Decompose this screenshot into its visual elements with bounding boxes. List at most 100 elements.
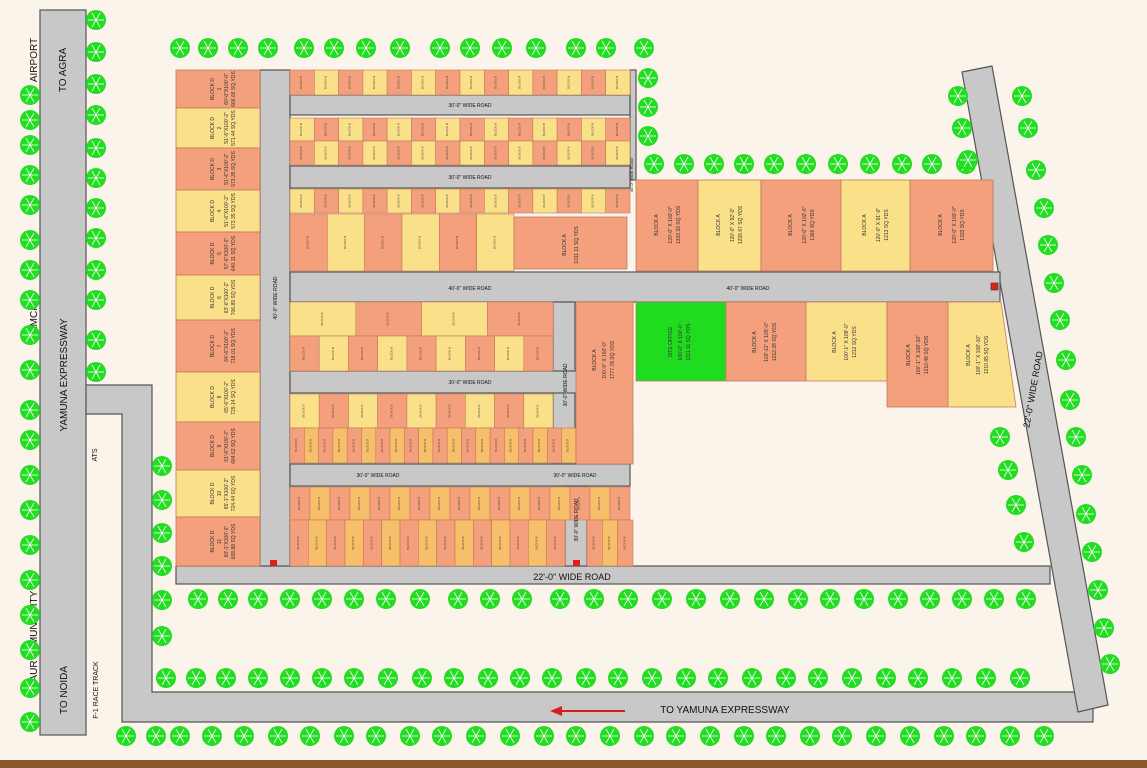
direction-arrow [550,706,625,716]
small-plot-label: BLOCK B [542,76,546,89]
small-plot[interactable] [435,140,461,166]
small-plot[interactable] [411,140,436,166]
small-plot[interactable] [435,393,466,429]
small-plot-label: BLOCK B [516,536,520,549]
small-plot[interactable] [289,301,357,337]
small-plot[interactable] [338,69,364,96]
block-a-9-area: 1212 SQ.YDS [852,326,858,358]
small-plot[interactable] [483,69,509,96]
small-plot-label: BLOCK B [333,536,337,549]
small-plot[interactable] [486,301,554,337]
tree-icon [216,668,236,688]
block-a-plot-3[interactable] [697,179,762,272]
small-plot[interactable] [406,335,437,372]
small-plot[interactable] [459,140,485,166]
small-plot[interactable] [313,69,339,96]
block-d-plot-7[interactable] [175,319,261,373]
block-d-plot-8[interactable] [175,371,261,423]
small-plot[interactable] [362,140,388,166]
block-a-2-area: 1333.33 SQ.YDS [676,205,682,244]
road-30ft-d-label: 30'-0" WIDE ROAD [356,473,399,479]
block-d-plot-3[interactable] [175,147,261,191]
small-plot[interactable] [605,69,631,96]
small-plot[interactable] [581,188,607,214]
small-plot[interactable] [532,188,558,214]
small-plot-label: BLOCK B [455,236,459,249]
block-a-plot-1[interactable] [513,216,628,270]
tree-icon [412,668,432,688]
small-plot[interactable] [401,213,440,272]
small-plot[interactable] [435,69,461,96]
block-d-plot-10[interactable] [175,469,261,518]
small-plot[interactable] [523,335,554,372]
block-a-plot-11[interactable] [947,301,1017,408]
small-plot[interactable] [494,335,525,372]
small-plot[interactable] [605,188,631,214]
small-plot[interactable] [532,69,558,96]
block-a-plot-6[interactable] [909,179,994,272]
small-plot[interactable] [508,69,534,96]
small-plot[interactable] [289,188,315,214]
small-plot[interactable] [411,69,436,96]
tree-icon [566,726,586,746]
site-office-plot[interactable] [635,301,727,382]
small-plot[interactable] [355,301,422,337]
block-a-8-label: BLOCK A [752,331,758,353]
small-plot[interactable] [438,213,477,272]
small-plot[interactable] [289,393,320,429]
small-plot[interactable] [348,393,378,429]
block-a-plot-10[interactable] [886,301,949,408]
small-plot-label: BLOCK B [566,123,570,136]
block-a-plot-2[interactable] [635,179,699,272]
tree-icon [674,154,694,174]
small-plot[interactable] [364,213,403,272]
tree-icon [764,154,784,174]
block-a-plot-5[interactable] [840,179,911,272]
small-plot[interactable] [556,188,582,214]
small-plot[interactable] [348,335,378,372]
tree-icon [258,38,278,58]
small-plot[interactable] [459,188,485,214]
small-plot[interactable] [386,69,412,96]
block-d-plot-4[interactable] [175,189,261,233]
small-plot[interactable] [318,393,349,429]
small-plot[interactable] [523,393,554,429]
tree-icon [832,726,852,746]
block-a-plot-8[interactable] [725,301,807,382]
small-plot[interactable] [494,393,525,429]
small-plot[interactable] [546,519,566,567]
small-plot-label: BLOCK B [421,146,425,159]
block-d-plot-text: 573.35 SQ.YDS [231,193,237,229]
block-d-plot-6[interactable] [175,274,261,321]
tree-icon [1082,542,1102,562]
small-plot[interactable] [617,519,634,567]
small-plot[interactable] [435,335,466,372]
small-plot[interactable] [459,69,485,96]
small-plot-label: BLOCK B [331,347,335,360]
small-plot[interactable] [313,140,339,166]
block-d-plot-5[interactable] [175,231,261,276]
block-d-plot-11[interactable] [175,516,261,567]
small-plot[interactable] [556,69,582,96]
block-d-plot-9[interactable] [175,421,261,471]
small-plot[interactable] [581,69,607,96]
block-a-plot-9[interactable] [805,301,888,382]
tree-icon [638,97,658,117]
small-plot[interactable] [605,140,631,166]
small-plot[interactable] [338,188,364,214]
small-plot[interactable] [326,213,365,272]
small-plot[interactable] [411,188,436,214]
block-d-plot-text: 10 [217,491,223,497]
tree-icon [152,590,172,610]
block-d-plot-text: 11 [217,539,223,544]
small-plot[interactable] [289,69,315,96]
block-a-plot-7[interactable] [575,301,634,465]
small-plot[interactable] [362,69,388,96]
small-plot[interactable] [476,213,515,272]
small-plot[interactable] [313,188,339,214]
block-d-plot-2[interactable] [175,107,261,149]
block-a-plot-4[interactable] [760,179,842,272]
small-plot[interactable] [435,188,461,214]
small-plot[interactable] [532,140,558,166]
small-plot[interactable] [377,335,408,372]
